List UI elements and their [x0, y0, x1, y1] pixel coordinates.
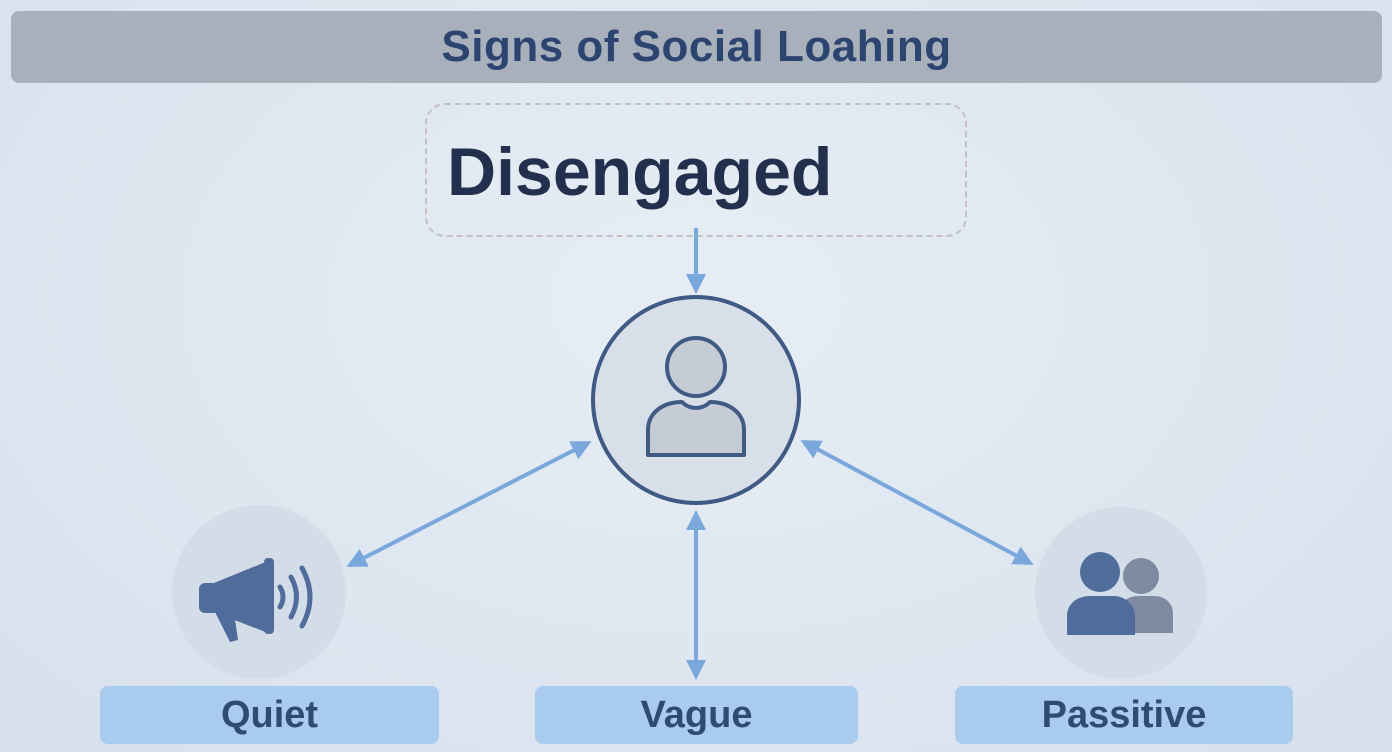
passive-label: Passitive [1041, 693, 1207, 736]
arrow-center-to-passive [800, 440, 1034, 565]
vague-label: Vague [640, 693, 753, 736]
quiet-node [172, 505, 346, 679]
megaphone-icon [199, 558, 313, 642]
passive-label-box: Passitive [955, 686, 1293, 744]
disengaged-box: Disengaged [425, 103, 967, 237]
passive-node [1035, 507, 1207, 679]
center-person-node [591, 295, 801, 505]
vague-label-box: Vague [535, 686, 858, 744]
person-icon [646, 336, 746, 457]
title-bar: Signs of Social Loahing [11, 11, 1382, 83]
arrow-center-to-quiet [346, 441, 592, 567]
diagram-title: Signs of Social Loahing [441, 22, 952, 71]
quiet-label-box: Quiet [100, 686, 439, 744]
quiet-label: Quiet [220, 693, 319, 736]
group-icon [1067, 552, 1173, 635]
disengaged-label: Disengaged [447, 134, 833, 210]
